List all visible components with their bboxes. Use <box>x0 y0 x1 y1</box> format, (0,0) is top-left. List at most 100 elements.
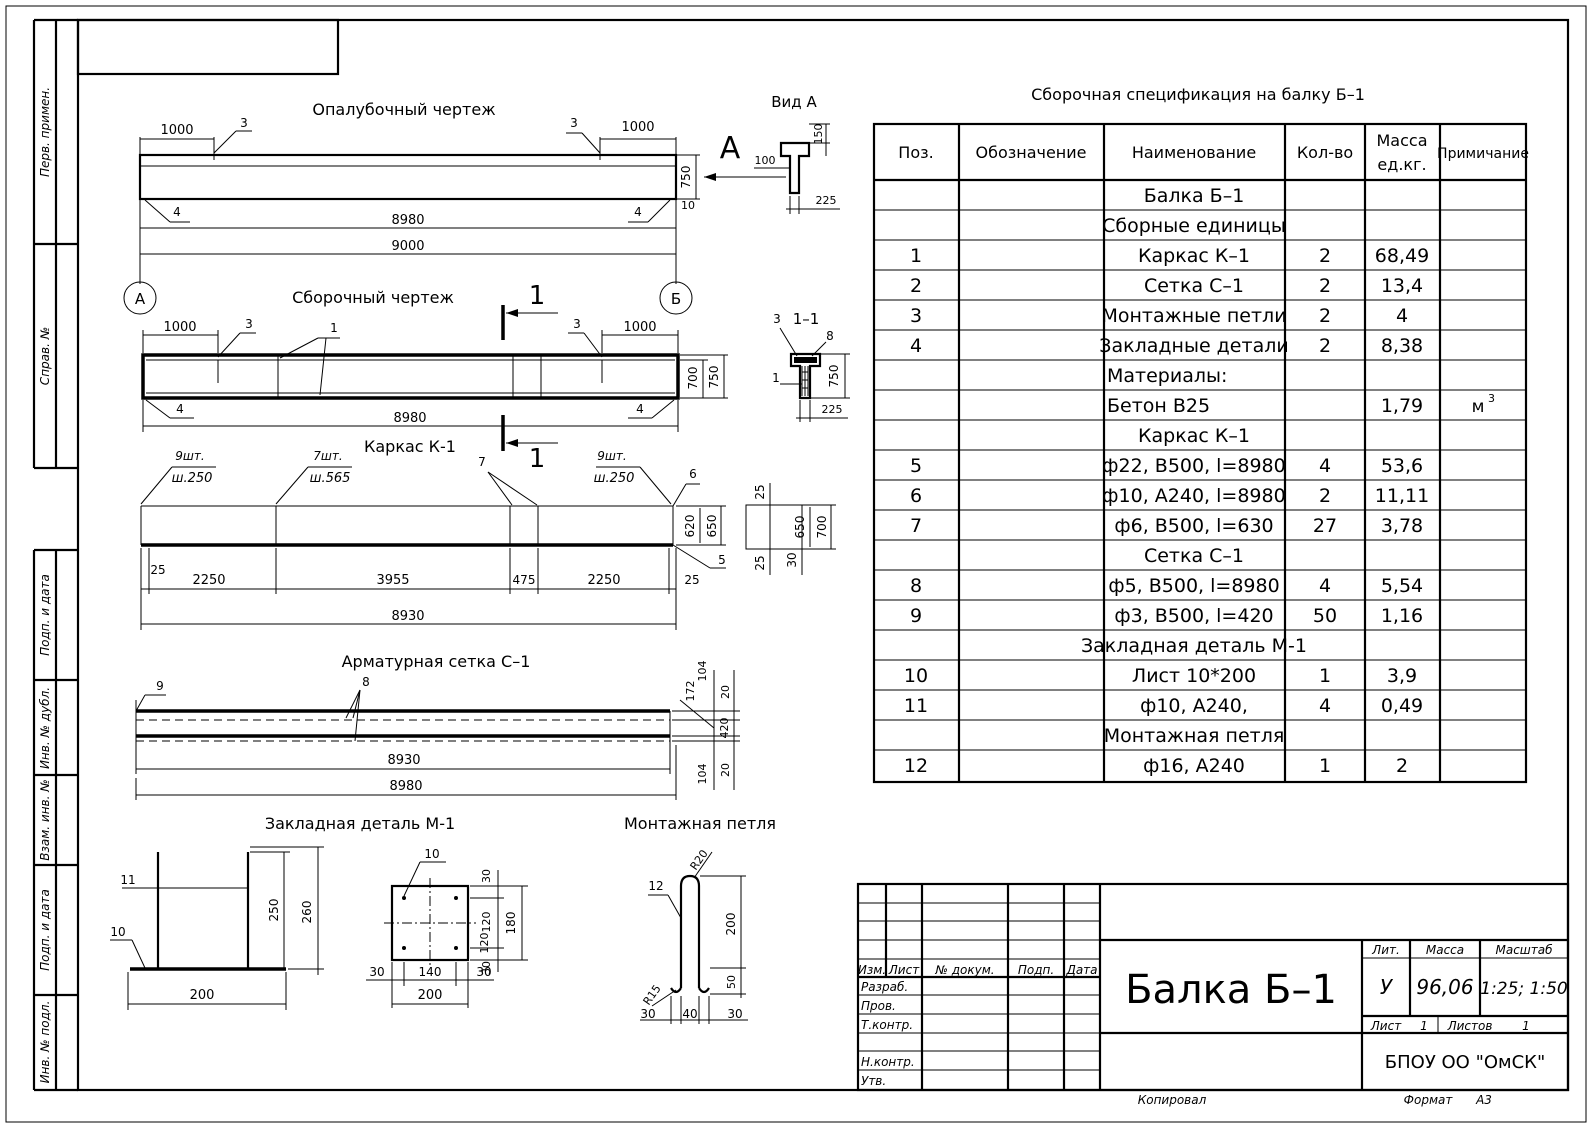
svg-text:3955: 3955 <box>376 573 409 588</box>
spec-header-pos: Поз. <box>898 143 933 162</box>
svg-text:200: 200 <box>724 913 738 936</box>
side-stamp-label: Подп. и дата <box>38 889 52 971</box>
spec-header-note: Примичание <box>1437 146 1529 162</box>
assembly-beam <box>141 353 680 400</box>
embedded-m1: Закладная деталь М-1 11 10 250 260 200 1… <box>110 814 528 1010</box>
svg-text:3: 3 <box>245 317 253 331</box>
svg-text:Пров.: Пров. <box>861 999 896 1013</box>
svg-text:420: 420 <box>718 718 731 739</box>
spec-cell-pos: 12 <box>904 755 928 777</box>
svg-text:172: 172 <box>684 681 697 702</box>
title-block: Изм. Лист № докум. Подп. Дата Разраб. Пр… <box>856 882 1570 1107</box>
svg-text:3: 3 <box>240 116 248 130</box>
svg-text:4: 4 <box>173 205 181 219</box>
svg-text:100: 100 <box>755 154 776 167</box>
spec-header-mass-line2: ед.кг. <box>1377 155 1426 174</box>
spec-cell-qty: 4 <box>1319 695 1331 717</box>
spec-title: Сборочная спецификация на балку Б–1 <box>1031 85 1365 104</box>
spec-cell-name: ф10, А240, <box>1140 695 1248 717</box>
mesh-c1: Арматурная сетка С–1 9 8 8930 8980 172 1… <box>135 652 740 800</box>
spec-cell-name: Лист 10*200 <box>1132 665 1256 687</box>
svg-text:30: 30 <box>480 961 493 975</box>
spec-cell-mass: 4 <box>1396 305 1408 327</box>
svg-text:225: 225 <box>816 194 837 207</box>
assembly-drawing: Сборочный чертеж 1000 3 1 1000 3 4 4 700… <box>141 281 728 474</box>
svg-text:R15: R15 <box>641 982 664 1007</box>
spec-cell-pos: 9 <box>910 605 922 627</box>
spec-cell-name: Балка Б–1 <box>1144 185 1245 207</box>
svg-text:250: 250 <box>267 899 281 922</box>
spec-cell-name: ф5, В500, l=8980 <box>1108 575 1279 597</box>
formwork-title: Опалубочный чертеж <box>312 100 495 119</box>
spec-cell-name: Закладная деталь М-1 <box>1081 635 1307 657</box>
spec-header-name: Наименование <box>1132 143 1256 162</box>
svg-text:700: 700 <box>815 516 829 539</box>
table-row: Сборные единицы <box>874 215 1526 241</box>
spec-cell-mass: 3,9 <box>1387 665 1417 687</box>
spec-cell-name: ф22, В500, l=8980 <box>1102 455 1285 477</box>
spec-cell-name: Каркас К–1 <box>1138 245 1250 267</box>
axis-marker-b <box>659 281 693 315</box>
spec-cell-pos: 1 <box>910 245 922 267</box>
side-stamp-label: Инв. № дубл. <box>38 687 52 769</box>
svg-text:2250: 2250 <box>587 573 620 588</box>
cage-section: 25 650 700 25 30 <box>745 483 836 575</box>
spec-cell-mass: 11,11 <box>1375 485 1429 507</box>
organization: БПОУ ОО "ОмСК" <box>1385 1052 1545 1073</box>
svg-text:1: 1 <box>1522 1019 1530 1033</box>
spec-cell-qty: 1 <box>1319 755 1331 777</box>
spec-cell-name: Закладные детали <box>1099 335 1288 357</box>
svg-text:150: 150 <box>812 124 825 145</box>
spec-cell-qty: 2 <box>1319 485 1331 507</box>
title-block-title: Балка Б–1 <box>1125 967 1337 1013</box>
side-stamp-label: Взам. инв. № <box>38 779 52 860</box>
svg-text:1: 1 <box>330 321 338 335</box>
spec-cell-qty: 27 <box>1313 515 1337 537</box>
svg-text:Лист: Лист <box>1370 1019 1402 1033</box>
svg-text:30: 30 <box>369 965 384 979</box>
svg-text:Листов: Листов <box>1447 1019 1493 1033</box>
spec-cell-name: ф16, А240 <box>1143 755 1245 777</box>
svg-text:120: 120 <box>478 933 491 954</box>
svg-text:1: 1 <box>1420 1019 1428 1033</box>
spec-cell-mass: 2 <box>1396 755 1408 777</box>
svg-text:Сборочный чертеж: Сборочный чертеж <box>292 288 454 307</box>
svg-text:30: 30 <box>640 1007 655 1021</box>
spec-cell-name: Материалы: <box>1107 365 1227 387</box>
svg-text:Лит.: Лит. <box>1371 943 1400 957</box>
svg-text:4: 4 <box>636 402 644 416</box>
svg-text:5: 5 <box>718 553 726 567</box>
spec-cell-mass: 0,49 <box>1381 695 1423 717</box>
svg-text:2250: 2250 <box>192 573 225 588</box>
spec-cell-pos: 7 <box>910 515 922 537</box>
svg-text:25: 25 <box>684 573 699 587</box>
spec-cell-name: Сетка С–1 <box>1144 275 1244 297</box>
svg-text:7шт.: 7шт. <box>313 449 342 463</box>
view-arrow <box>704 173 716 181</box>
svg-text:260: 260 <box>300 901 314 924</box>
svg-text:700: 700 <box>686 367 700 390</box>
svg-text:200: 200 <box>418 988 443 1003</box>
spec-cell-qty: 4 <box>1319 575 1331 597</box>
spec-cell-pos: 5 <box>910 455 922 477</box>
spec-cell-qty: 2 <box>1319 275 1331 297</box>
svg-text:40: 40 <box>682 1007 697 1021</box>
svg-text:1000: 1000 <box>623 320 656 335</box>
svg-text:ш.250: ш.250 <box>594 471 635 486</box>
spec-cell-pos: 11 <box>904 695 928 717</box>
svg-text:Дата: Дата <box>1065 963 1097 977</box>
svg-text:1000: 1000 <box>621 120 654 135</box>
svg-text:200: 200 <box>190 988 215 1003</box>
svg-text:Утв.: Утв. <box>861 1074 886 1088</box>
spec-cell-mass: 53,6 <box>1381 455 1423 477</box>
svg-text:8980: 8980 <box>393 411 426 426</box>
svg-text:8980: 8980 <box>391 213 424 228</box>
spec-cell-pos: 8 <box>910 575 922 597</box>
